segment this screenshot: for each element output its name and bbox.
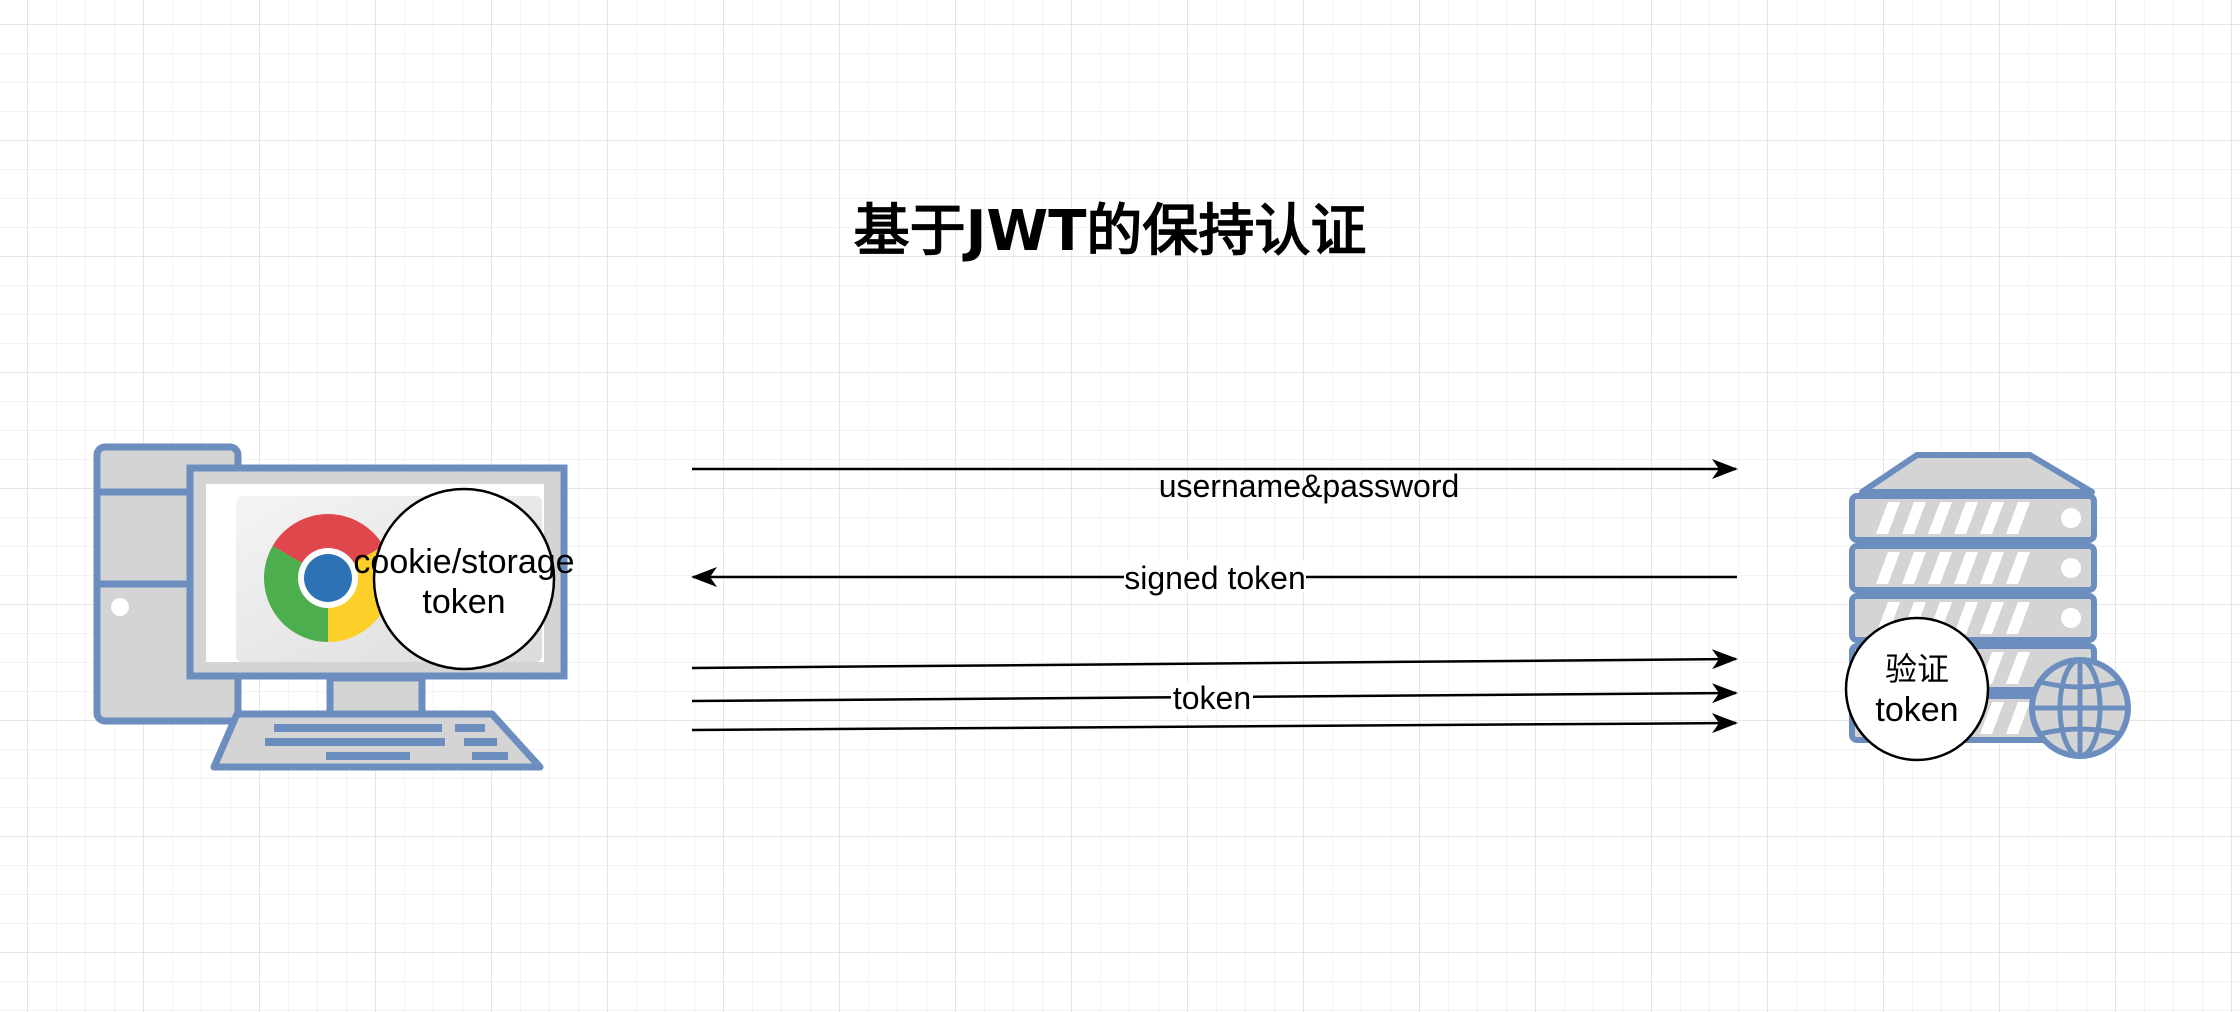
edge-label-signed-token: signed token	[1124, 560, 1305, 596]
edge-username-password: username&password	[692, 459, 1738, 504]
globe-icon	[2029, 657, 2131, 759]
server-unit	[1849, 493, 2097, 543]
server-badge-line2: token	[1875, 691, 1958, 729]
diagram-title: 基于JWT的保持认证	[854, 199, 1367, 264]
edge-label-token: token	[1173, 680, 1251, 716]
edge-token-requests: token	[691, 649, 1738, 734]
server-verify-badge: 验证 token	[1844, 616, 1990, 762]
edge-signed-token: signed token	[691, 560, 1737, 596]
client-badge-line2: token	[422, 583, 505, 621]
server-badge-line1: 验证	[1885, 650, 1949, 688]
client-token-badge: cookie/storage token	[353, 487, 575, 671]
edge-label-credentials: username&password	[1159, 468, 1460, 504]
server-unit	[1849, 543, 2097, 593]
chrome-browser-icon	[264, 514, 392, 642]
client-badge-line1: cookie/storage	[353, 543, 574, 581]
